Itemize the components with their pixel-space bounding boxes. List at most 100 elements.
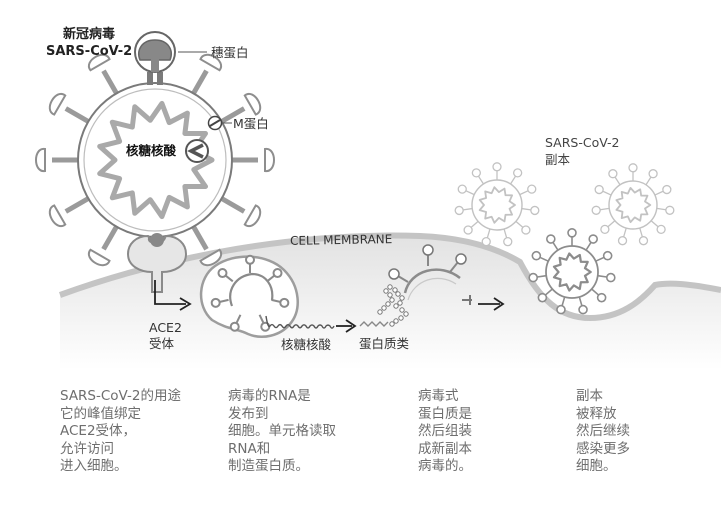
spike-head xyxy=(243,204,262,228)
spike-head xyxy=(521,225,531,235)
spike-head xyxy=(556,304,566,315)
spike-stalk xyxy=(656,207,667,211)
protein-beads xyxy=(377,284,409,327)
protein-bead xyxy=(381,305,387,311)
spike-head xyxy=(596,292,607,303)
spike-head xyxy=(528,272,538,283)
spike-stalk xyxy=(191,225,209,251)
ace2-receptor xyxy=(126,233,188,293)
spike-head xyxy=(454,205,464,216)
spike-head xyxy=(481,237,491,247)
virus-rna-coil xyxy=(478,186,516,224)
protein-bead xyxy=(387,292,393,298)
spike-head xyxy=(567,228,577,238)
protein-bead xyxy=(393,318,399,324)
spike-stalk xyxy=(470,220,479,229)
virus-title-en: SARS-CoV-2 xyxy=(46,44,132,59)
spike-stalk xyxy=(597,274,608,278)
spike-head xyxy=(492,162,502,172)
caption-step-4: 副本 被释放 然后继续 感染更多 细胞。 xyxy=(576,388,630,475)
ace2-arrow xyxy=(154,280,186,305)
released-rna-strand xyxy=(265,315,335,329)
protein-bead xyxy=(389,297,395,303)
spike-head xyxy=(229,321,240,332)
protein-bead xyxy=(399,307,405,313)
spike-stalk xyxy=(462,207,473,211)
spike-stalk xyxy=(515,220,524,229)
spike-stalk xyxy=(585,241,593,251)
protein-bead xyxy=(397,300,403,306)
virus-rna-coil xyxy=(552,252,592,292)
membrane-label: CELL MEMBRANE xyxy=(290,232,393,248)
spike-head xyxy=(600,224,610,235)
spike-stalk xyxy=(614,176,621,186)
spike-stalk xyxy=(477,175,485,185)
spike-stalk xyxy=(220,106,246,124)
spike-stalk xyxy=(64,106,90,124)
spike-stalk xyxy=(650,220,660,228)
spike-head xyxy=(578,304,588,315)
spike-protein-label: 穗蛋白 xyxy=(211,45,249,60)
protein-bead xyxy=(389,321,395,327)
spike-head xyxy=(546,234,556,244)
spike-head xyxy=(503,237,513,247)
spike-stalk xyxy=(521,207,532,211)
protein-label: 蛋白质类 xyxy=(359,336,410,351)
copies-label-line1: SARS-CoV-2 xyxy=(545,135,620,150)
virus-rna-coil xyxy=(97,100,215,220)
spike-stalk xyxy=(599,207,610,211)
spike-stalk xyxy=(101,225,119,251)
spike-stalk xyxy=(191,69,209,95)
spike-stalk xyxy=(645,176,652,186)
spike-head xyxy=(463,225,473,235)
spike-head xyxy=(199,248,223,267)
caption-step-2: 病毒的RNA是 发布到 细胞。单元格读取 RNA和 制造蛋白质。 xyxy=(228,388,336,475)
spike-stalk xyxy=(536,274,547,278)
spike-head xyxy=(628,163,638,173)
protein-bead xyxy=(398,315,404,321)
spike-stalk xyxy=(561,296,566,307)
spike-head xyxy=(530,205,540,216)
spike-head xyxy=(531,250,542,261)
virus-rna-coil xyxy=(615,186,652,224)
m-protein-label: M蛋白 xyxy=(233,116,269,131)
spike-head xyxy=(638,236,649,246)
spike-head xyxy=(594,184,604,195)
spike-stalk xyxy=(486,228,491,239)
caption-step-3: 病毒式 蛋白质是 然后组装 成新副本 病毒的。 xyxy=(418,388,472,475)
spike-stalk xyxy=(654,190,665,196)
chevron-icon xyxy=(187,143,204,159)
spike-head xyxy=(210,297,221,308)
protein-bead xyxy=(393,303,399,309)
caption-step-1: SARS-CoV-2的用途 它的峰值绑定 ACE2受体， 允许访问 进入细胞。 xyxy=(60,388,181,475)
budding-arrowhead xyxy=(493,297,505,311)
spike-stalk xyxy=(464,189,475,196)
spike-head xyxy=(87,248,111,267)
spike-head xyxy=(245,254,255,265)
spike-head xyxy=(588,234,598,244)
spike-head xyxy=(48,92,67,116)
protein-bead xyxy=(385,301,391,307)
spike-head xyxy=(48,204,67,228)
spike-stalk xyxy=(544,288,553,297)
rna-label: 核糖核酸 xyxy=(126,143,177,158)
spike-stalk xyxy=(595,256,606,262)
spike-head xyxy=(608,169,618,179)
ace2-arrowhead xyxy=(179,297,192,311)
spike-head xyxy=(606,272,616,283)
protein-bead xyxy=(387,284,393,290)
spike-stalk xyxy=(509,175,517,185)
spike-head xyxy=(264,148,275,172)
assembling-virus xyxy=(388,244,472,305)
protein-chain xyxy=(359,321,389,327)
spike-head xyxy=(656,224,666,235)
spike-head xyxy=(199,53,223,72)
protein-bead xyxy=(403,311,409,317)
protein-bead xyxy=(395,291,401,297)
virus-envelope xyxy=(229,272,274,307)
spike-protein-highlight xyxy=(134,31,176,85)
spike-stalk xyxy=(639,227,644,238)
spike-head xyxy=(35,148,46,172)
spike-head xyxy=(648,169,658,179)
spike-head xyxy=(591,205,601,215)
